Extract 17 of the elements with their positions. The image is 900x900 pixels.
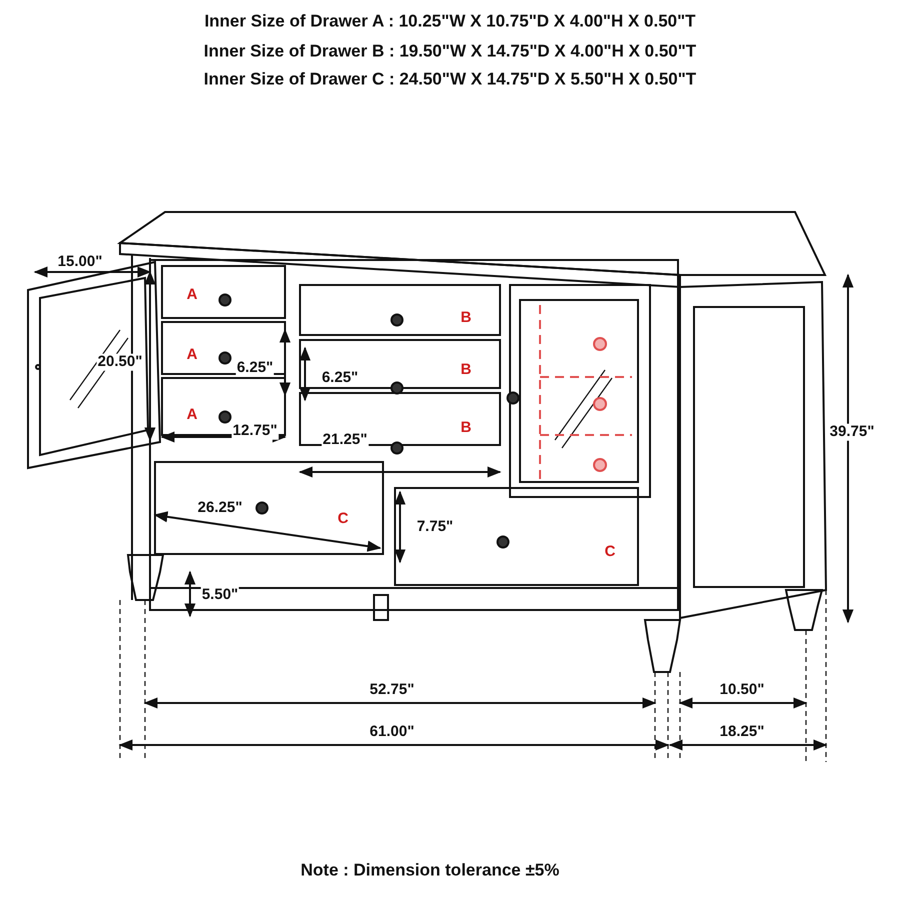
- dimension-label: 20.50": [96, 354, 144, 370]
- drawer-letter: B: [460, 310, 472, 326]
- drawer-letter: A: [186, 286, 198, 304]
- drawer-letter: A: [186, 346, 198, 364]
- drawer-size-text: Inner Size of Drawer A : 10.25"W X 10.75"D X 4.00"H X 0.50"T: [204, 12, 696, 32]
- drawer-letter: B: [460, 420, 472, 436]
- dimension-label: 12.75": [232, 422, 278, 440]
- drawer-letter: C: [604, 544, 616, 560]
- drawer-size-text: Inner Size of Drawer B : 19.50"W X 14.75"D X 4.00"H X 0.50"T: [204, 42, 696, 62]
- dimension-label: 21.25": [322, 432, 368, 448]
- dimension-label: 39.75": [828, 424, 876, 440]
- dimension-label: 6.25": [236, 360, 274, 376]
- drawer-size-text: Inner Size of Drawer C : 24.50"W X 14.75"D X 5.50"H X 0.50"T: [204, 70, 696, 90]
- note-text: Note : Dimension tolerance ±5%: [300, 862, 560, 880]
- drawer-letter: B: [460, 362, 472, 378]
- drawer-letter: C: [338, 510, 348, 528]
- drawer-letter: A: [186, 406, 198, 424]
